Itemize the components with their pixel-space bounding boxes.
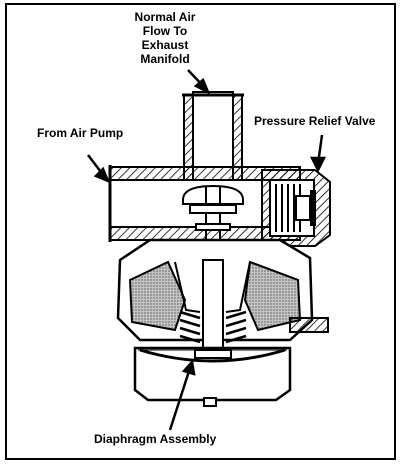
normal-air-flow-line-4: Manifold [140, 52, 190, 66]
normal-air-flow-arrowhead [193, 77, 211, 95]
diaphragm-arrow [168, 367, 192, 431]
air-pump-arrowhead [93, 166, 111, 184]
diaphragm-assembly-label: Diaphragm Assembly [94, 432, 217, 446]
diaphragm-housing [133, 346, 292, 407]
normal-air-flow-line-3: Exhaust [141, 38, 189, 52]
normal-air-flow-line-2: Flow To [142, 24, 188, 38]
arrows [87, 69, 327, 431]
relief-valve-housing [261, 169, 331, 247]
relief-valve-arrowhead [309, 156, 327, 173]
diaphragm-arrowhead [181, 359, 196, 376]
from-air-pump-label: From Air Pump [37, 126, 124, 140]
diaphragm-spring [179, 259, 247, 351]
side-port [289, 317, 329, 333]
pressure-relief-valve-label: Pressure Relief Valve [254, 114, 376, 128]
normal-air-flow-label: Normal Air Flow To Exhaust Manifold [120, 10, 210, 66]
normal-air-flow-line-1: Normal Air [134, 10, 196, 24]
valve-spool [182, 184, 244, 260]
